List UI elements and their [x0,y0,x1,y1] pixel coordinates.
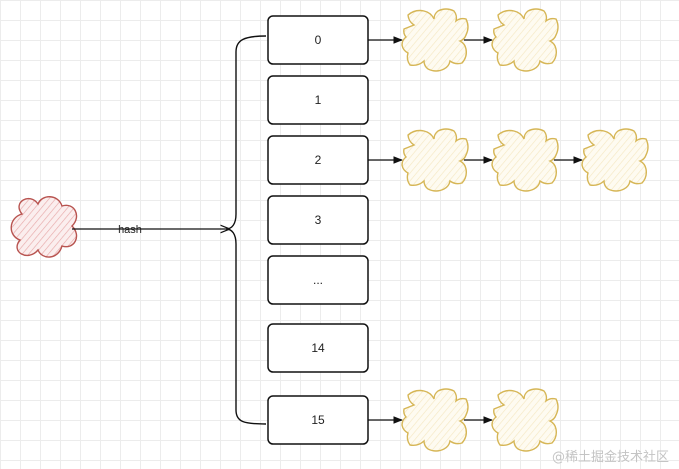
bucket-label: 2 [315,153,322,167]
bucket-slot: 2 [267,135,369,185]
bucket-label: 3 [315,213,322,227]
bucket-slot: 14 [267,323,369,373]
bucket-slot: 1 [267,75,369,125]
bucket-label: 1 [315,93,322,107]
bucket-box [267,75,369,125]
bucket-slot: 15 [267,395,369,445]
bucket-slot: 3 [267,195,369,245]
bucket-box [267,195,369,245]
bucket-label: 15 [311,413,325,427]
bucket-label: 0 [315,33,322,47]
watermark: @稀土掘金技术社区 [551,450,669,465]
chain-node-cloud [491,8,559,72]
bucket-box [267,323,369,373]
bucket-slot: ... [267,255,369,305]
bucket-label: 14 [311,341,325,355]
bucket-label: ... [313,273,323,287]
chain-node-cloud [491,128,559,192]
bucket-brace [225,35,267,425]
bucket-box [267,255,369,305]
chain-node-cloud [581,128,649,192]
chain-node-cloud [401,128,469,192]
hash-edge-label: hash [118,224,142,236]
chain-node-cloud [401,388,469,452]
input-key-cloud [10,196,78,258]
bucket-slot: 0 [267,15,369,65]
chain-node-cloud [491,388,559,452]
chain-node-cloud [401,8,469,72]
